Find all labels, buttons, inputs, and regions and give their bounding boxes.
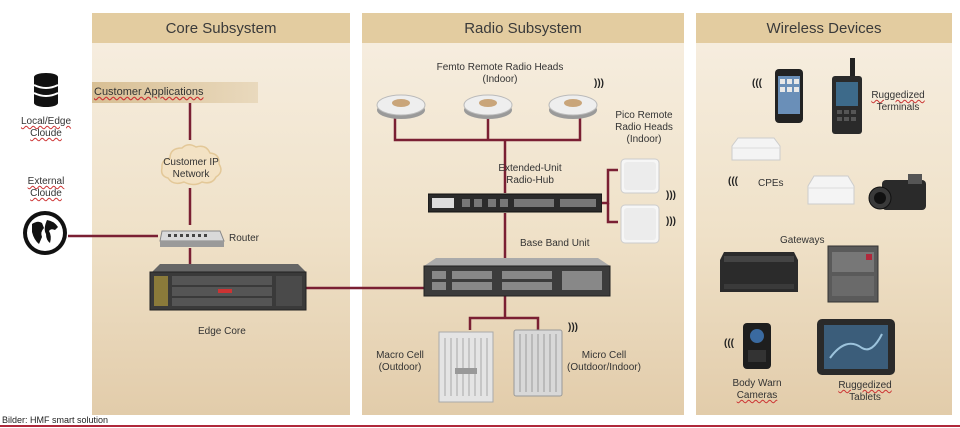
router-label: Router — [229, 233, 260, 244]
femto-rrh-2 — [463, 94, 513, 119]
core-subsystem-panel: Core Subsystem — [92, 13, 350, 415]
cpes-label: CPEs — [758, 178, 784, 189]
smartphone-icon — [775, 69, 803, 123]
wireless-devices-panel: Wireless Devices — [696, 13, 952, 415]
router-device — [159, 230, 225, 247]
customer-applications-label: Customer Applications — [94, 86, 204, 98]
wifi-signal-icon: ((( — [724, 338, 734, 349]
cpe-device-2 — [807, 175, 855, 205]
gateway-device-2 — [827, 245, 879, 303]
customer-ip-network-cloud-icon — [160, 144, 222, 186]
globe-icon — [23, 211, 67, 255]
gateway-device-1 — [720, 252, 798, 292]
wifi-signal-icon: ))) — [666, 216, 676, 227]
footer-rule — [0, 425, 960, 427]
micro-cell-label: Micro Cell(Outdoor/Indoor) — [567, 350, 641, 373]
edge-core-chassis — [149, 264, 307, 311]
gateways-label: Gateways — [780, 235, 825, 246]
core-subsystem-title: Core Subsystem — [92, 13, 350, 43]
femto-rrh-label: Femto Remote Radio Heads(Indoor) — [436, 62, 564, 85]
base-band-unit-device — [423, 258, 611, 297]
link-cells-bus — [468, 316, 540, 330]
radio-hub-device — [428, 193, 602, 213]
link-hub-pico — [600, 168, 618, 205]
cpe-device-1 — [731, 137, 781, 161]
database-icon — [33, 73, 59, 107]
wifi-signal-icon: ((( — [728, 176, 738, 187]
rugged-tablet-icon — [817, 319, 895, 375]
macro-cell-label: Macro Cell(Outdoor) — [376, 350, 424, 373]
pico-rrh-2 — [620, 204, 660, 244]
base-band-unit-label: Base Band Unit — [520, 238, 590, 249]
radio-subsystem-title: Radio Subsystem — [362, 13, 684, 43]
edge-core-label: Edge Core — [198, 326, 246, 337]
body-camera-icon — [743, 323, 771, 369]
femto-rrh-1 — [376, 94, 426, 119]
micro-cell-device — [513, 329, 563, 397]
femto-rrh-3 — [548, 94, 598, 119]
macro-cell-device — [438, 331, 494, 403]
rugged-terminal-icon — [832, 58, 862, 134]
camcorder-icon — [868, 174, 926, 210]
link-hub-pico-2 — [606, 203, 618, 224]
footer-caption: Bilder: HMF smart solution — [2, 415, 109, 425]
pico-rrh-1 — [620, 158, 660, 194]
wireless-devices-title: Wireless Devices — [696, 13, 952, 43]
customer-applications-bar — [92, 82, 258, 103]
wifi-signal-icon: ((( — [752, 78, 762, 89]
wifi-signal-icon: ))) — [568, 322, 578, 333]
wifi-signal-icon: ))) — [666, 190, 676, 201]
wifi-signal-icon: ))) — [594, 78, 604, 89]
